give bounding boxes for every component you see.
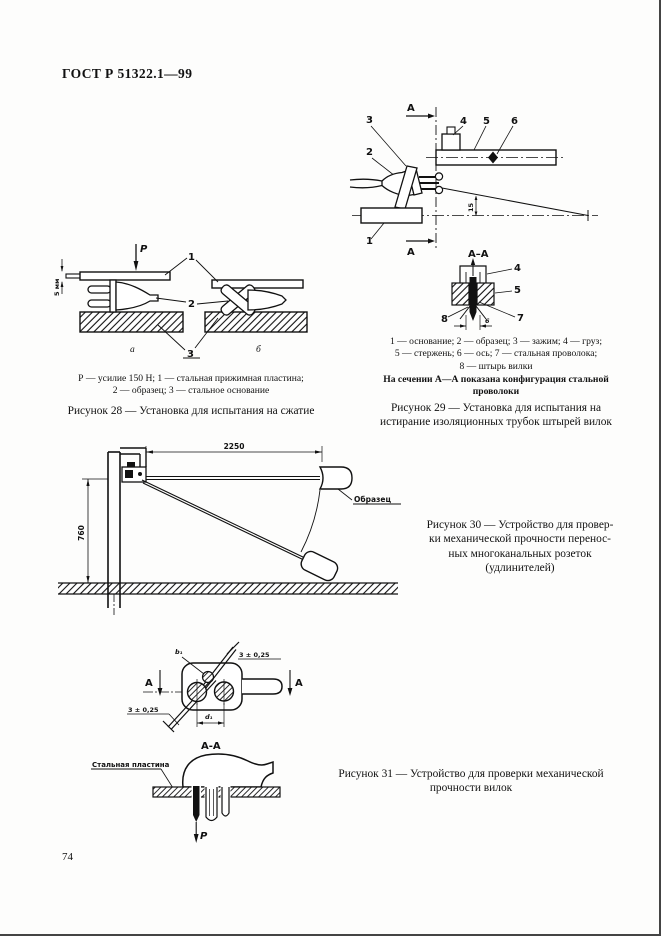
fig30-title-line4: (удлинителей) [485, 562, 555, 575]
plug-sample-b [220, 284, 287, 316]
fig29-section-a-top: А [407, 103, 415, 114]
fig29-note-line1: На сечении А—А показана конфигурация ста… [383, 374, 609, 385]
fig31-dim-d1: d₁ [205, 713, 213, 721]
section-arrow-top [428, 113, 435, 119]
fig31-tol-top: 3 ± 0,25 [239, 651, 270, 659]
wire-loop-top [434, 172, 444, 181]
clamp-block-left [451, 282, 470, 306]
wire-bottom-left [162, 677, 217, 733]
fig29-title-line1: Рисунок 29 — Установка для испытания на [390, 402, 602, 414]
swing-arm [141, 479, 339, 582]
figure29-title: Рисунок 29 — Установка для испытания на … [346, 401, 646, 430]
earth-pin [201, 670, 215, 684]
pin-tube-right [221, 787, 230, 817]
fig29-dim-6: 6 [485, 317, 490, 325]
fig28-sub-a: а [130, 345, 135, 355]
sample-plug-right [318, 466, 353, 490]
document-header: ГОСТ Р 51322.1—99 [62, 66, 193, 81]
figure28-legend: Р — усилие 150 Н; 1 — стальная прижимная… [40, 373, 342, 398]
figure28-drawing: Р 5 мм 1 2 3 а б [53, 244, 308, 360]
clamp-block-right [476, 282, 495, 306]
weight-block [441, 133, 461, 151]
fig31-force-label: Р [200, 831, 208, 842]
fig30-title-line2: ки механической прочности перенос- [429, 533, 611, 546]
fig28-part2: 2 [188, 299, 195, 310]
figure30-drawing: 2250 Образец 760 [58, 442, 401, 615]
section-arrow-bottom [428, 238, 435, 244]
fig31-section-a-right: А [295, 678, 303, 689]
steel-base-a [79, 311, 184, 333]
page-number: 74 [62, 851, 73, 863]
wire-loop-bottom [434, 185, 444, 195]
fig29-part4: 4 [460, 116, 467, 127]
fig28-part3: 3 [187, 349, 194, 360]
fig28-sub-b: б [256, 344, 262, 355]
figure31-title: Рисунок 31 — Устройство для проверки мех… [318, 767, 624, 796]
fig30-dim-width: 2250 [224, 442, 245, 451]
axis-pivot [488, 151, 498, 164]
support-post [107, 451, 121, 615]
figure29-legend: 1 — основание; 2 — образец; 3 — зажим; 4… [346, 336, 646, 373]
plug-pin-section [469, 277, 477, 312]
fig29-part4-section: 4 [514, 263, 521, 274]
fig31-section-a-left: А [145, 678, 153, 689]
force-arrow [193, 834, 199, 843]
fig29-part3: 3 [366, 115, 373, 126]
plug-sample-a [87, 279, 159, 313]
steel-base-b [204, 311, 308, 333]
ground [58, 583, 398, 594]
fig28-part1: 1 [188, 252, 195, 263]
figure29-note: На сечении А—А показана конфигурация ста… [346, 374, 646, 399]
fig29-part8: 8 [441, 314, 448, 325]
fig29-part7: 7 [517, 313, 524, 324]
fig29-part1: 1 [366, 236, 373, 247]
fig31-dim-b1: b₁ [175, 648, 183, 656]
fig29-note-line2: проволоки [472, 386, 520, 398]
fig31-plate-label: Стальная пластина [92, 761, 170, 769]
pressure-plate-b [211, 279, 304, 289]
figure29-drawing: А А 4 5 6 3 2 [349, 103, 598, 330]
steel-wire [441, 187, 589, 216]
fig31-tol-bottom: 3 ± 0,25 [128, 706, 159, 714]
figure28-title: Рисунок 28 — Установка для испытания на … [67, 405, 315, 417]
plug-sample [349, 167, 444, 197]
fig29-dim-15: 15 [467, 202, 475, 212]
fig29-part2: 2 [366, 147, 373, 158]
fig29-legend-line3: 8 — штырь вилки [459, 360, 533, 372]
fig29-part6: 6 [511, 116, 518, 127]
fig30-dim-height: 760 [77, 525, 86, 541]
figure30-title: Рисунок 30 — Устройство для провер- ки м… [392, 518, 648, 576]
fig29-part5: 5 [483, 116, 490, 127]
fig30-sample-label: Образец [354, 495, 391, 504]
force-arrow [133, 261, 139, 271]
swing-arc [300, 489, 321, 553]
fig29-part5-section: 5 [514, 285, 521, 296]
fig28-thickness-dim: 5 мм [53, 279, 61, 296]
fig31-section-label: А-А [201, 741, 221, 752]
yoke [459, 265, 487, 283]
fig31-title-line1: Рисунок 31 — Устройство для проверки мех… [338, 768, 604, 780]
fig30-title-line3: ных многоканальных розеток [448, 547, 592, 560]
fig29-section-label: А–А [468, 249, 489, 260]
fig29-legend-line1: 1 — основание; 2 — образец; 3 — зажим; 4… [389, 336, 602, 347]
fig31-title-line2: прочности вилок [429, 782, 513, 795]
base-plate [360, 207, 423, 224]
fig29-legend-line2: 5 — стержень; 6 — ось; 7 — стальная пров… [394, 348, 598, 360]
fig30-title-line1: Рисунок 30 — Устройство для провер- [426, 519, 614, 531]
pressure-plate-a [79, 271, 171, 281]
fig28-legend-line2: 2 — образец; 3 — стальное основание [112, 385, 270, 397]
earth-pin-side [193, 786, 200, 815]
plug-body-side [182, 753, 274, 788]
plug-handle [242, 678, 283, 695]
fig29-title-line2: истирание изоляционных трубок штырей вил… [380, 416, 612, 429]
figure31-drawing: 3 ± 0,25 3 ± 0,25 b₁ А А d₁ А-А Стальная… [91, 641, 303, 843]
pin-tube-middle [205, 787, 218, 822]
pivot-bracket [120, 447, 147, 483]
fig29-section-a-bottom: А [407, 247, 415, 258]
fig28-legend-line1: Р — усилие 150 Н; 1 — стальная прижимная… [78, 373, 304, 384]
fig28-force-label: Р [140, 244, 148, 255]
